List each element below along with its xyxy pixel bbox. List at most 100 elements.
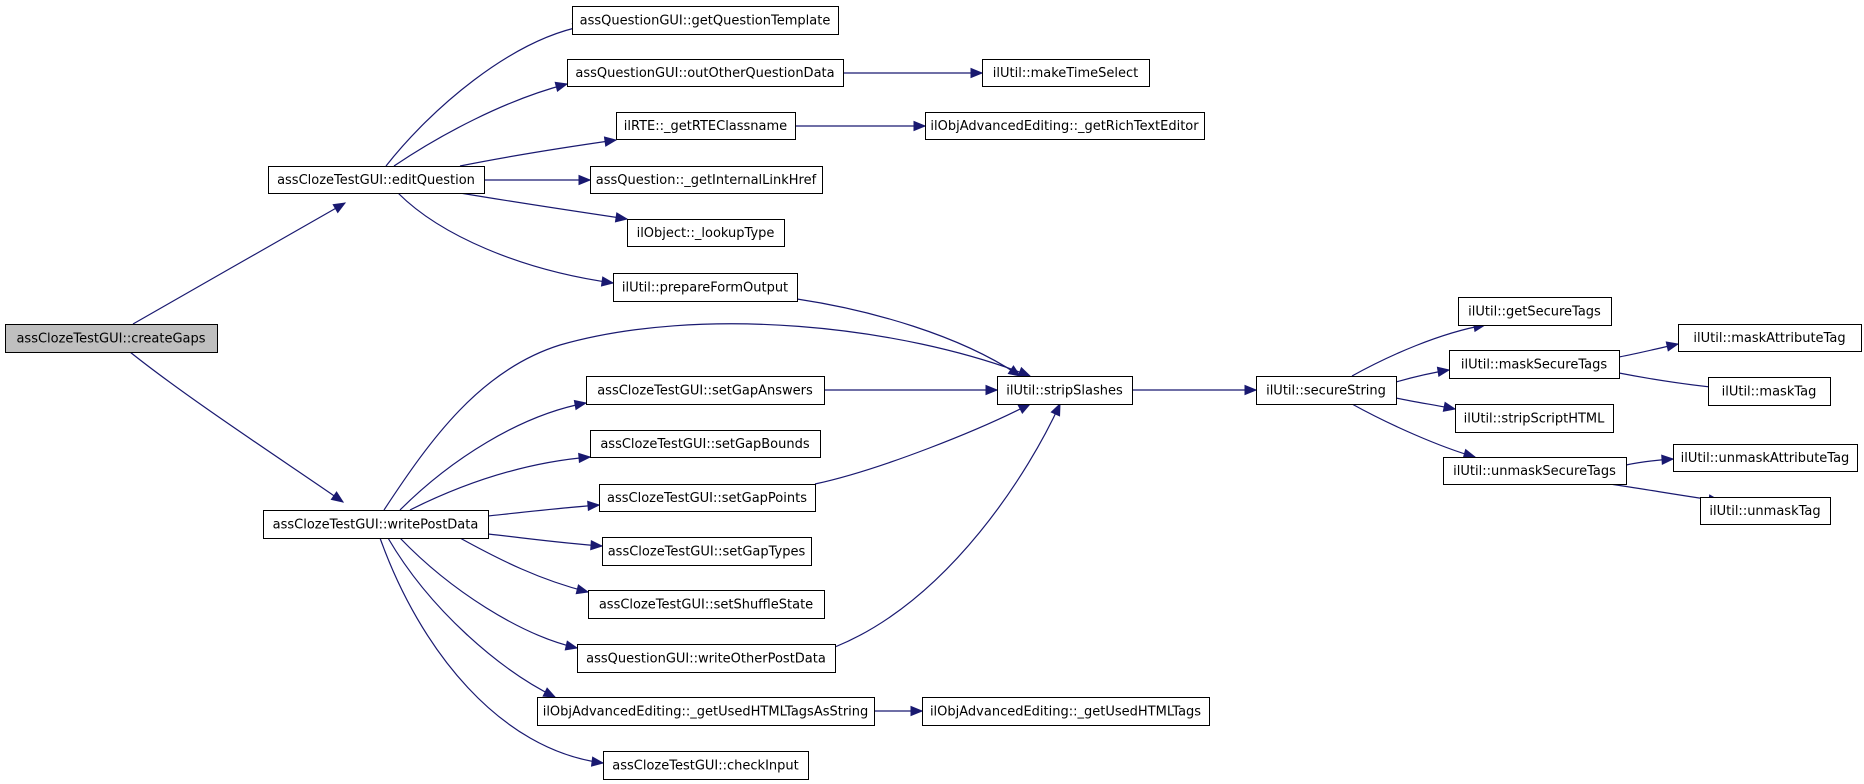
node-label: assClozeTestGUI::editQuestion bbox=[277, 173, 475, 188]
node-box bbox=[613, 273, 798, 302]
node-label: ilUtil::maskAttributeTag bbox=[1693, 331, 1845, 346]
node-stripSlashes[interactable]: ilUtil::stripSlashes bbox=[997, 376, 1133, 405]
node-setGapBounds[interactable]: assClozeTestGUI::setGapBounds bbox=[590, 430, 821, 458]
node-getUsedHTMLTags[interactable]: ilObjAdvancedEditing::_getUsedHTMLTags bbox=[922, 697, 1210, 726]
node-getRTEClassname[interactable]: ilRTE::_getRTEClassname bbox=[616, 112, 796, 140]
node-label: ilUtil::unmaskAttributeTag bbox=[1681, 451, 1850, 466]
arrowhead bbox=[1050, 402, 1061, 417]
edge-line bbox=[132, 202, 346, 325]
node-makeTimeSelect[interactable]: ilUtil::makeTimeSelect bbox=[982, 59, 1150, 87]
node-label: ilUtil::secureString bbox=[1266, 384, 1386, 399]
node-maskAttributeTag[interactable]: ilUtil::maskAttributeTag bbox=[1678, 324, 1862, 352]
node-secureString[interactable]: ilUtil::secureString bbox=[1256, 376, 1397, 405]
node-getRichTextEditor[interactable]: ilObjAdvancedEditing::_getRichTextEditor bbox=[925, 112, 1205, 140]
node-label: assClozeTestGUI::createGaps bbox=[16, 332, 205, 347]
edge-line bbox=[399, 537, 578, 649]
arrowhead bbox=[913, 120, 927, 132]
edge-line bbox=[459, 537, 589, 593]
node-label: ilUtil::stripSlashes bbox=[1006, 384, 1123, 399]
arrowhead bbox=[614, 212, 629, 223]
node-unmaskAttributeTag[interactable]: ilUtil::unmaskAttributeTag bbox=[1673, 444, 1858, 472]
edge-secureString-to-stripScriptHTML bbox=[1395, 397, 1457, 412]
node-label: assClozeTestGUI::checkInput bbox=[612, 759, 798, 774]
node-getSecureTags[interactable]: ilUtil::getSecureTags bbox=[1458, 297, 1612, 326]
node-lookupType[interactable]: ilObject::_lookupType bbox=[627, 219, 785, 247]
node-writePostData[interactable]: assClozeTestGUI::writePostData bbox=[263, 510, 489, 539]
node-getUsedHTMLTagsAsString[interactable]: ilObjAdvancedEditing::_getUsedHTMLTagsAs… bbox=[537, 697, 875, 726]
node-label: ilObjAdvancedEditing::_getRichTextEditor bbox=[930, 119, 1199, 134]
edge-prepareFormOutput-to-stripSlashes bbox=[796, 298, 1022, 377]
node-label: assClozeTestGUI::setGapTypes bbox=[608, 545, 806, 560]
edge-line bbox=[1351, 324, 1486, 377]
node-box bbox=[588, 590, 825, 619]
node-getQuestionTemplate[interactable]: assQuestionGUI::getQuestionTemplate bbox=[572, 6, 839, 35]
edge-line bbox=[385, 25, 585, 167]
node-label: assQuestionGUI::getQuestionTemplate bbox=[580, 14, 831, 29]
node-setGapPoints[interactable]: assClozeTestGUI::setGapPoints bbox=[599, 484, 816, 512]
arrowhead bbox=[578, 452, 592, 464]
edge-stripSlashes-to-secureString bbox=[1132, 384, 1258, 396]
node-label: assQuestionGUI::writeOtherPostData bbox=[586, 652, 826, 667]
arrowhead bbox=[330, 491, 345, 503]
node-maskSecureTags[interactable]: ilUtil::maskSecureTags bbox=[1449, 350, 1620, 379]
arrowhead bbox=[554, 81, 569, 92]
node-label: assClozeTestGUI::setGapAnswers bbox=[597, 384, 813, 399]
node-box bbox=[5, 324, 218, 353]
edge-writeOtherPostData-to-stripSlashes bbox=[834, 402, 1061, 648]
arrowhead bbox=[575, 584, 590, 595]
node-stripScriptHTML[interactable]: ilUtil::stripScriptHTML bbox=[1455, 404, 1614, 433]
node-box bbox=[1673, 444, 1858, 472]
arrowhead bbox=[564, 640, 579, 651]
edge-editQuestion-to-getRTEClassname bbox=[459, 136, 618, 167]
node-editQuestion[interactable]: assClozeTestGUI::editQuestion bbox=[268, 166, 485, 194]
edge-line bbox=[834, 403, 1061, 648]
node-writeOtherPostData[interactable]: assQuestionGUI::writeOtherPostData bbox=[577, 644, 836, 673]
node-box bbox=[603, 751, 809, 780]
arrowhead bbox=[587, 500, 601, 512]
node-box bbox=[982, 59, 1150, 87]
edge-line bbox=[459, 192, 628, 220]
node-box bbox=[590, 166, 823, 194]
node-box bbox=[1455, 404, 1614, 433]
node-label: ilUtil::getSecureTags bbox=[1468, 305, 1601, 320]
edge-writePostData-to-getUsedHTMLTagsAsString bbox=[387, 537, 557, 698]
node-box bbox=[590, 430, 821, 458]
node-getInternalLinkHref[interactable]: assQuestion::_getInternalLinkHref bbox=[590, 166, 823, 194]
arrowhead bbox=[985, 384, 999, 396]
arrowhead bbox=[1436, 366, 1451, 377]
node-box bbox=[577, 644, 836, 673]
edge-line bbox=[393, 83, 568, 167]
node-setGapTypes[interactable]: assClozeTestGUI::setGapTypes bbox=[602, 537, 812, 566]
node-box bbox=[1256, 376, 1397, 405]
edge-line bbox=[1351, 403, 1476, 458]
edge-maskSecureTags-to-maskAttributeTag bbox=[1618, 341, 1680, 358]
node-box bbox=[263, 510, 489, 539]
node-box bbox=[1449, 350, 1620, 379]
node-box bbox=[572, 6, 839, 35]
node-unmaskTag[interactable]: ilUtil::unmaskTag bbox=[1700, 497, 1831, 525]
node-createGaps[interactable]: assClozeTestGUI::createGaps bbox=[5, 324, 218, 353]
node-outOtherQuestionData[interactable]: assQuestionGUI::outOtherQuestionData bbox=[567, 59, 844, 87]
edge-writePostData-to-setGapAnswers bbox=[399, 399, 588, 511]
node-label: ilUtil::maskTag bbox=[1722, 385, 1817, 400]
node-setGapAnswers[interactable]: assClozeTestGUI::setGapAnswers bbox=[586, 376, 825, 405]
edge-line bbox=[129, 351, 344, 503]
node-setShuffleState[interactable]: assClozeTestGUI::setShuffleState bbox=[588, 590, 825, 619]
node-label: ilUtil::unmaskSecureTags bbox=[1453, 464, 1616, 479]
node-box bbox=[586, 376, 825, 405]
edge-writePostData-to-setShuffleState bbox=[459, 537, 590, 595]
edge-createGaps-to-editQuestion bbox=[132, 202, 347, 325]
node-label: ilObject::_lookupType bbox=[637, 226, 775, 241]
node-prepareFormOutput[interactable]: ilUtil::prepareFormOutput bbox=[613, 273, 798, 302]
edge-secureString-to-maskSecureTags bbox=[1395, 366, 1451, 383]
node-unmaskSecureTags[interactable]: ilUtil::unmaskSecureTags bbox=[1443, 457, 1627, 485]
arrowhead bbox=[1017, 366, 1032, 377]
node-checkInput[interactable]: assClozeTestGUI::checkInput bbox=[603, 751, 809, 780]
arrowhead bbox=[578, 174, 592, 186]
edge-line bbox=[459, 139, 617, 167]
node-label: assQuestionGUI::outOtherQuestionData bbox=[575, 66, 834, 81]
node-label: ilUtil::unmaskTag bbox=[1709, 504, 1820, 519]
node-label: ilRTE::_getRTEClassname bbox=[624, 119, 787, 134]
node-maskTag[interactable]: ilUtil::maskTag bbox=[1708, 377, 1831, 406]
